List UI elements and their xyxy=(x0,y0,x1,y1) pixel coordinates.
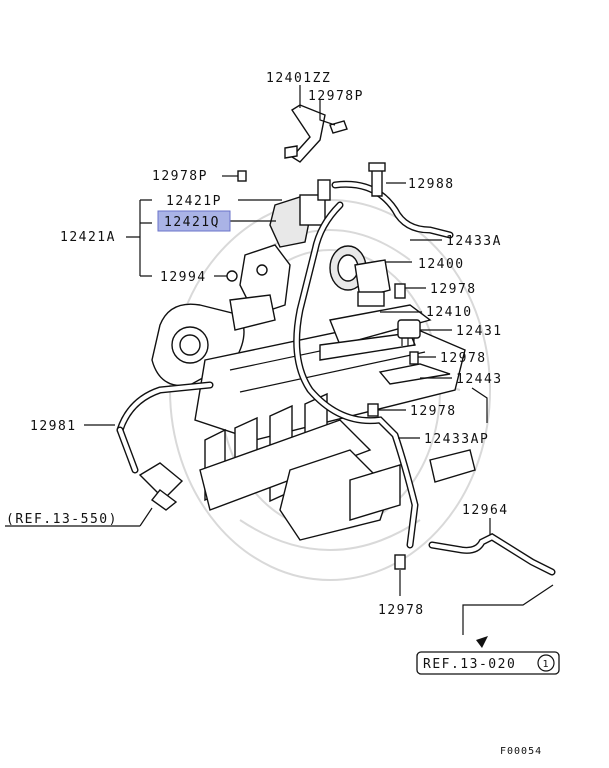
sensor-12981 xyxy=(138,462,184,511)
highlight-box xyxy=(157,210,231,232)
label-12978-b[interactable]: 12978 xyxy=(440,351,487,366)
label-12978p-left[interactable]: 12978P xyxy=(152,169,208,184)
label-12964[interactable]: 12964 xyxy=(462,503,509,518)
label-12421a[interactable]: 12421A xyxy=(60,230,116,245)
leader-lines xyxy=(5,85,554,648)
label-12421q[interactable]: 12421Q xyxy=(164,215,220,230)
label-12978-d[interactable]: 12978 xyxy=(378,603,425,618)
label-12431[interactable]: 12431 xyxy=(456,324,503,339)
label-12410[interactable]: 12410 xyxy=(426,305,473,320)
label-12994[interactable]: 12994 xyxy=(160,270,207,285)
label-12978p-top[interactable]: 12978P xyxy=(308,89,364,104)
label-12421p[interactable]: 12421P xyxy=(166,194,222,209)
ref-bottom-circle-icon xyxy=(537,654,555,672)
label-12400[interactable]: 12400 xyxy=(418,257,465,272)
label-12401zz[interactable]: 12401ZZ xyxy=(266,71,331,86)
bracket-12401zz xyxy=(284,104,326,163)
label-12443[interactable]: 12443 xyxy=(456,372,503,387)
part-labels: 12401ZZ 12978P 12978P 12988 12421P 12421… xyxy=(30,71,509,618)
bolts xyxy=(226,120,419,570)
label-12981[interactable]: 12981 xyxy=(30,419,77,434)
vacuum-hoses xyxy=(116,180,556,576)
ref-bottom-box xyxy=(416,651,560,675)
ref-bottom-circle-number: 1 xyxy=(543,659,550,670)
purge-valve xyxy=(329,245,391,307)
ref-bottom[interactable]: REF.13-020 xyxy=(423,657,516,672)
label-12433a[interactable]: 12433A xyxy=(446,234,502,249)
label-12988[interactable]: 12988 xyxy=(408,177,455,192)
label-12433ap[interactable]: 12433AP xyxy=(424,432,489,447)
diagram-code: F00054 xyxy=(500,746,542,757)
ref-left[interactable]: (REF.13-550) xyxy=(6,512,118,527)
reference-labels: (REF.13-550) REF.13-020 1 xyxy=(6,512,560,675)
label-12978-c[interactable]: 12978 xyxy=(410,404,457,419)
connector-12431 xyxy=(397,319,421,346)
intake-manifold-drawing xyxy=(151,244,476,541)
label-12978-a[interactable]: 12978 xyxy=(430,282,477,297)
solenoid-valve xyxy=(269,179,331,248)
